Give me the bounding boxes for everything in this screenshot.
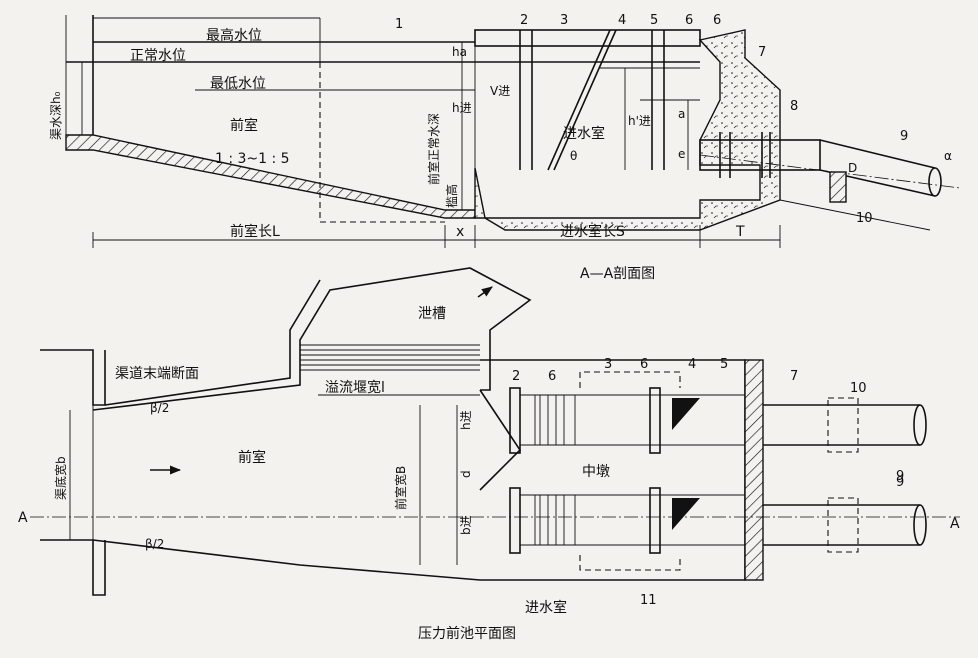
trash-rack-top [534, 394, 576, 446]
label-v-in: V进 [490, 84, 510, 98]
label-b-in: b进 [459, 515, 473, 535]
plan-num-7: 7 [790, 369, 798, 384]
label-h-in-prime: h'进 [628, 114, 651, 128]
num-1: 1 [395, 17, 403, 32]
label-d: d [459, 470, 473, 478]
label-sill-height: 槛高 [444, 184, 459, 208]
plan-num-10: 10 [850, 381, 867, 396]
plan-numbers: 2 6 3 6 4 5 7 10 9 9 11 [512, 357, 904, 608]
label-section-mark-right: A [950, 516, 960, 532]
plan-num-6b: 6 [640, 357, 648, 372]
label-canal-width: 渠底宽b [53, 456, 68, 500]
label-alpha: α [944, 149, 952, 163]
label-theta: θ [570, 149, 577, 163]
num-5: 6 [713, 13, 721, 28]
label-h-a: ha [452, 45, 467, 59]
label-canal-end: 渠道末端断面 [115, 366, 199, 382]
plan-num-3: 3 [604, 357, 612, 372]
label-e: e [678, 147, 685, 161]
plan-title: 压力前池平面图 [418, 625, 516, 642]
plan-num-5: 5 [720, 357, 728, 372]
num-6a: 3 [560, 13, 568, 28]
plan-num-9a: 9 [896, 469, 904, 484]
label-L: 前室长L [230, 223, 280, 240]
section-view [65, 15, 961, 248]
plan-num-6a: 6 [548, 369, 556, 384]
section-numbers: 1 2 3 4 5 6 6 7 8 9 10 [395, 13, 908, 226]
num-2: 2 [520, 13, 528, 28]
overflow-weir [300, 344, 480, 371]
label-x: x [456, 224, 464, 240]
label-middle-pier: 中墩 [582, 464, 610, 480]
trash-rack-bottom [534, 494, 576, 546]
label-S: 进水室长S [560, 223, 625, 240]
label-lowest-level: 最低水位 [210, 76, 266, 92]
label-canal-depth: 渠水深h₀ [49, 91, 63, 140]
label-h-in: h进 [452, 101, 472, 115]
num-6b: 5 [650, 13, 658, 28]
label-forebay-width: 前室宽B [393, 466, 408, 510]
label-inlet-room-section: 进水室 [563, 125, 605, 142]
num-7: 7 [758, 45, 766, 60]
label-forebay-plan: 前室 [238, 449, 266, 466]
plan-num-4: 4 [688, 357, 696, 372]
plan-num-2: 2 [512, 369, 520, 384]
plan-view [30, 267, 960, 596]
plan-num-9b: 9 [896, 475, 904, 490]
label-section-mark-left: A [18, 510, 28, 526]
label-h-in-plan: h进 [459, 410, 473, 430]
label-beta-top: β/2 [150, 401, 169, 415]
label-spillway-channel: 泄槽 [418, 306, 446, 322]
num-9: 9 [900, 129, 908, 144]
label-inlet-room-plan: 进水室 [525, 599, 567, 616]
plan-num-11: 11 [640, 593, 657, 608]
num-8: 8 [790, 99, 798, 114]
label-normal-level: 正常水位 [130, 48, 186, 64]
label-highest-level: 最高水位 [206, 27, 262, 44]
label-D: D [848, 161, 857, 175]
label-T: T [735, 224, 745, 240]
section-title: A—A剖面图 [580, 266, 655, 282]
label-a: a [678, 107, 685, 121]
num-4: 6 [685, 13, 693, 28]
label-forebay-section: 前室 [230, 117, 258, 134]
num-10: 10 [856, 211, 873, 226]
label-normal-depth: 前室正常水深 [426, 113, 441, 185]
num-3: 4 [618, 13, 626, 28]
label-slope: 1 : 3~1 : 5 [215, 151, 290, 167]
label-beta-bottom: β/2 [145, 537, 164, 551]
label-weir-width: 溢流堰宽l [325, 379, 385, 396]
